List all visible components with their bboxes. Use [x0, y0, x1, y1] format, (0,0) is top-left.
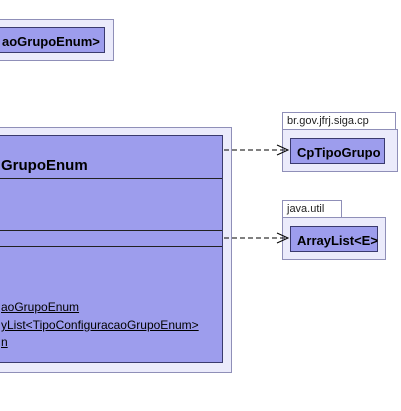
- top-class-frame: aoGrupoEnum>: [0, 19, 114, 61]
- member-3[interactable]: n: [1, 335, 8, 349]
- class-box-cptipogrupo[interactable]: CpTipoGrupo: [290, 138, 385, 164]
- package-label-java-util: java.util: [287, 203, 325, 215]
- class-label-cptipogrupo: CpTipoGrupo: [297, 145, 381, 160]
- class-label-arraylist: ArrayList<E>: [297, 233, 378, 248]
- package-frame-java-util: ArrayList<E>: [282, 217, 386, 260]
- package-label-siga-cp: br.gov.jfrj.siga.cp: [287, 115, 369, 127]
- member-2[interactable]: yList<TipoConfiguracaoGrupoEnum>: [1, 318, 199, 332]
- attributes-divider: [0, 230, 222, 231]
- package-frame-siga-cp: CpTipoGrupo: [282, 129, 398, 172]
- dependency-arrow-cptipogrupo: [224, 144, 290, 156]
- top-class-label: aoGrupoEnum>: [2, 34, 100, 49]
- main-class-box[interactable]: GrupoEnum aoGrupoEnum yList<TipoConfigur…: [0, 135, 223, 363]
- member-1[interactable]: aoGrupoEnum: [1, 300, 80, 314]
- methods-divider: [0, 246, 222, 247]
- package-tab-siga-cp: br.gov.jfrj.siga.cp: [282, 112, 396, 130]
- class-box-arraylist[interactable]: ArrayList<E>: [290, 226, 378, 252]
- dependency-arrow-arraylist: [224, 232, 290, 244]
- top-class-box[interactable]: aoGrupoEnum>: [0, 27, 105, 53]
- class-title: GrupoEnum: [1, 157, 88, 174]
- title-divider: [0, 178, 222, 179]
- package-tab-java-util: java.util: [282, 200, 342, 218]
